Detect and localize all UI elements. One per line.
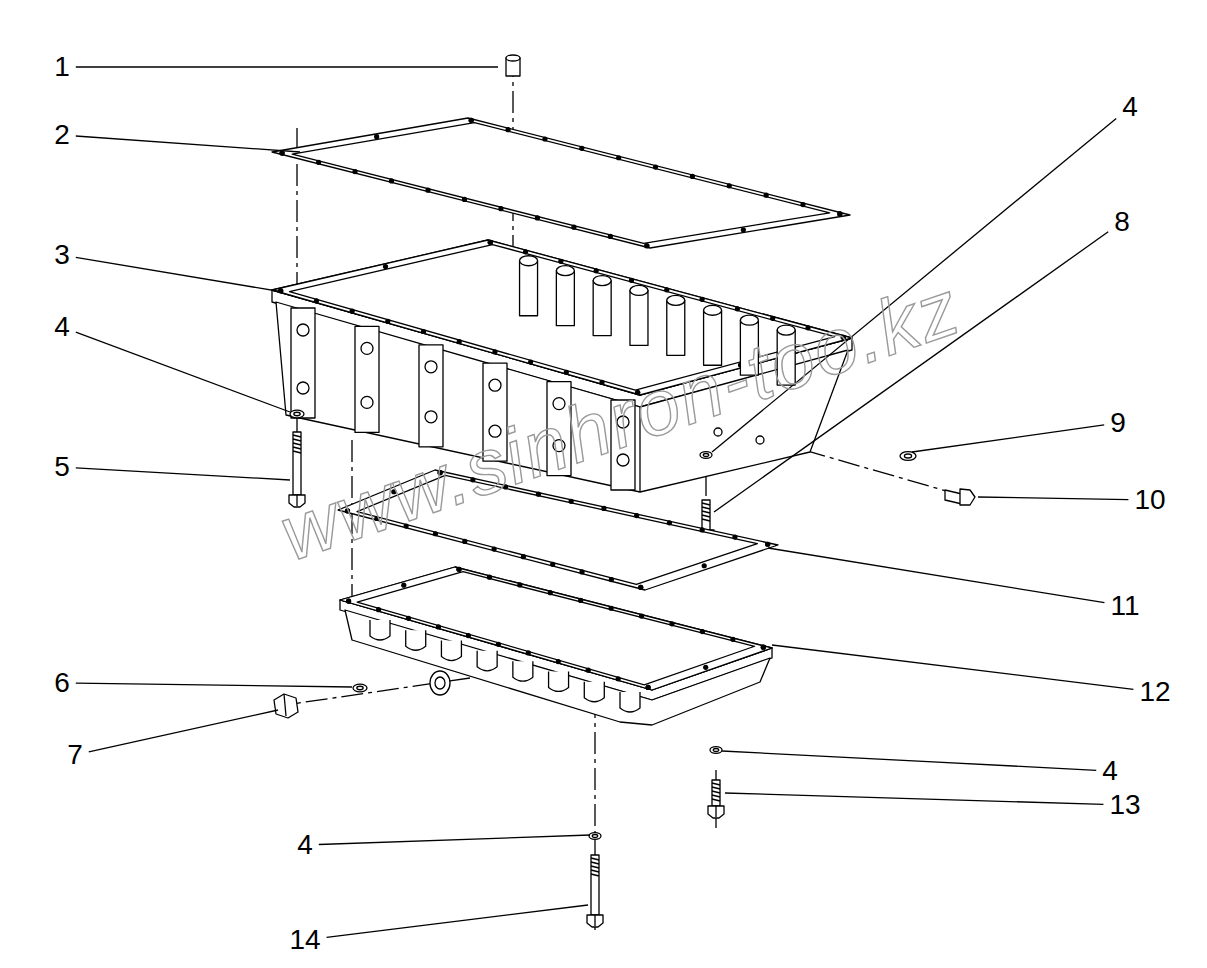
callout-number: 4 xyxy=(1102,757,1118,785)
leader-line xyxy=(89,710,278,752)
leader-line xyxy=(76,257,283,292)
leader-line xyxy=(76,332,290,412)
callout-number: 1 xyxy=(54,53,70,81)
leader-line xyxy=(319,835,590,845)
callout-number: 4 xyxy=(1122,93,1138,121)
callout-number: 13 xyxy=(1109,791,1140,819)
leader-line xyxy=(768,548,1104,603)
callout-number: 7 xyxy=(67,741,83,769)
callout-number: 6 xyxy=(54,669,70,697)
leader-line xyxy=(722,751,1096,770)
leader-line xyxy=(978,497,1128,500)
callout-number: 14 xyxy=(289,926,320,954)
leader-line xyxy=(327,905,588,937)
leader-line xyxy=(912,425,1104,452)
leader-line xyxy=(76,683,352,687)
callout-number: 8 xyxy=(1114,208,1130,236)
leader-line xyxy=(76,136,300,152)
callout-number: 9 xyxy=(1110,409,1126,437)
leader-line xyxy=(725,793,1103,804)
callout-number: 4 xyxy=(297,831,313,859)
callout-number: 10 xyxy=(1134,486,1165,514)
callout-number: 4 xyxy=(54,313,70,341)
leader-line xyxy=(76,468,290,480)
callout-number: 12 xyxy=(1139,678,1170,706)
callout-number: 3 xyxy=(54,241,70,269)
callout-number: 11 xyxy=(1110,592,1139,620)
callout-number: 2 xyxy=(54,121,70,149)
leader-line xyxy=(772,645,1133,689)
leader-line xyxy=(76,66,498,67)
callout-number: 5 xyxy=(54,453,70,481)
